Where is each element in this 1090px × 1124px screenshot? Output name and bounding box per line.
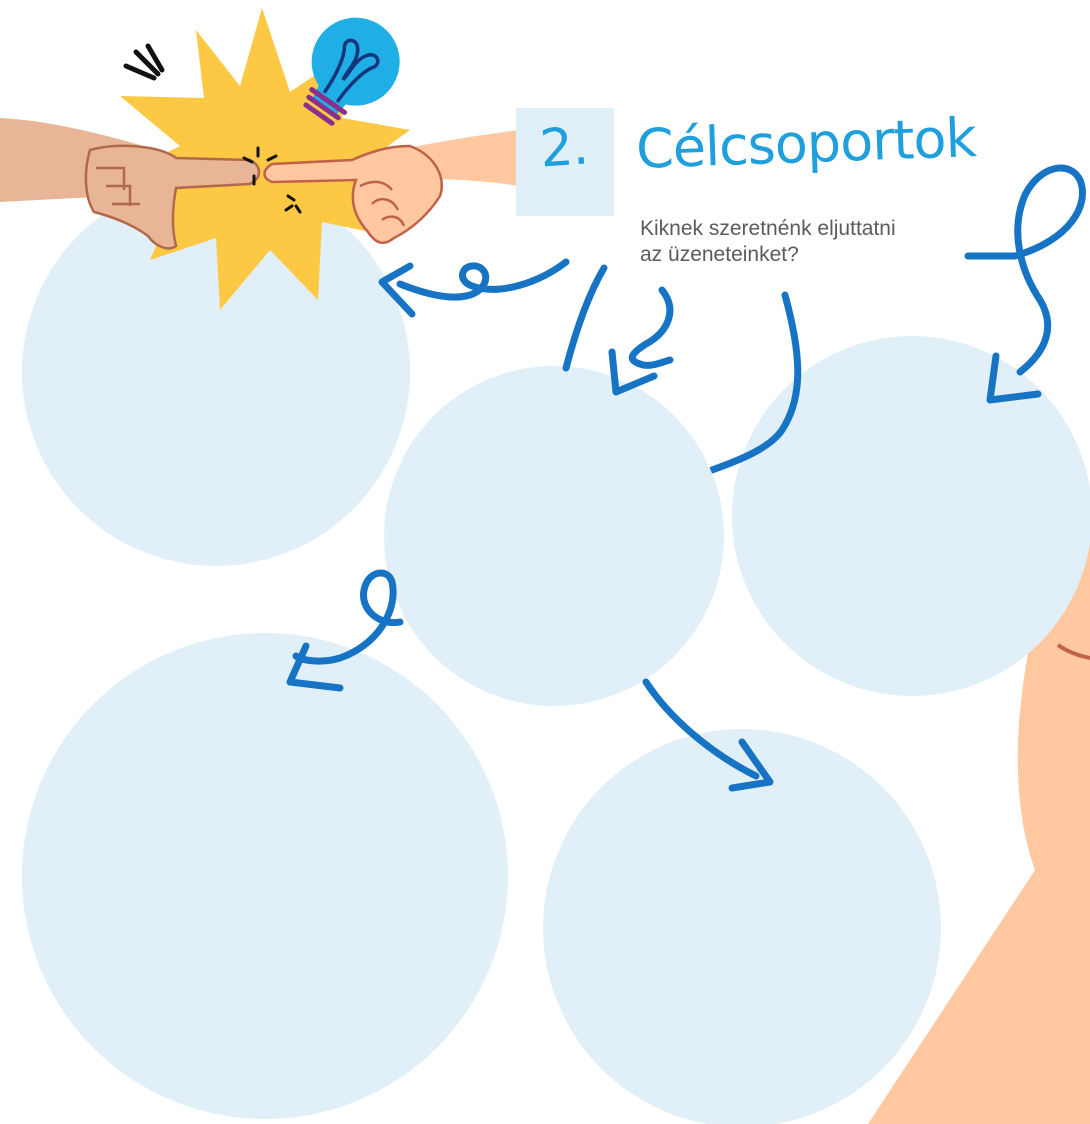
arrow-to-circle-2 — [632, 290, 670, 365]
arrow-to-circle-1 — [400, 262, 566, 297]
page-subtitle: Kiknek szeretnénk eljuttatni az üzenetei… — [640, 216, 1000, 268]
audience-circle-4[interactable] — [22, 633, 508, 1119]
spark-lines-icon — [126, 46, 162, 78]
audience-circle-3[interactable] — [732, 336, 1090, 696]
arrow-loop-top-right — [968, 168, 1082, 372]
audience-circle-2[interactable] — [384, 366, 724, 706]
subtitle-line-1: Kiknek szeretnénk eljuttatni — [640, 216, 1000, 242]
arrow-curve-left — [566, 268, 604, 368]
page-title: Célcsoportok — [635, 106, 977, 181]
step-number: 2. — [538, 116, 590, 179]
subtitle-line-2: az üzeneteinket? — [640, 242, 1000, 268]
